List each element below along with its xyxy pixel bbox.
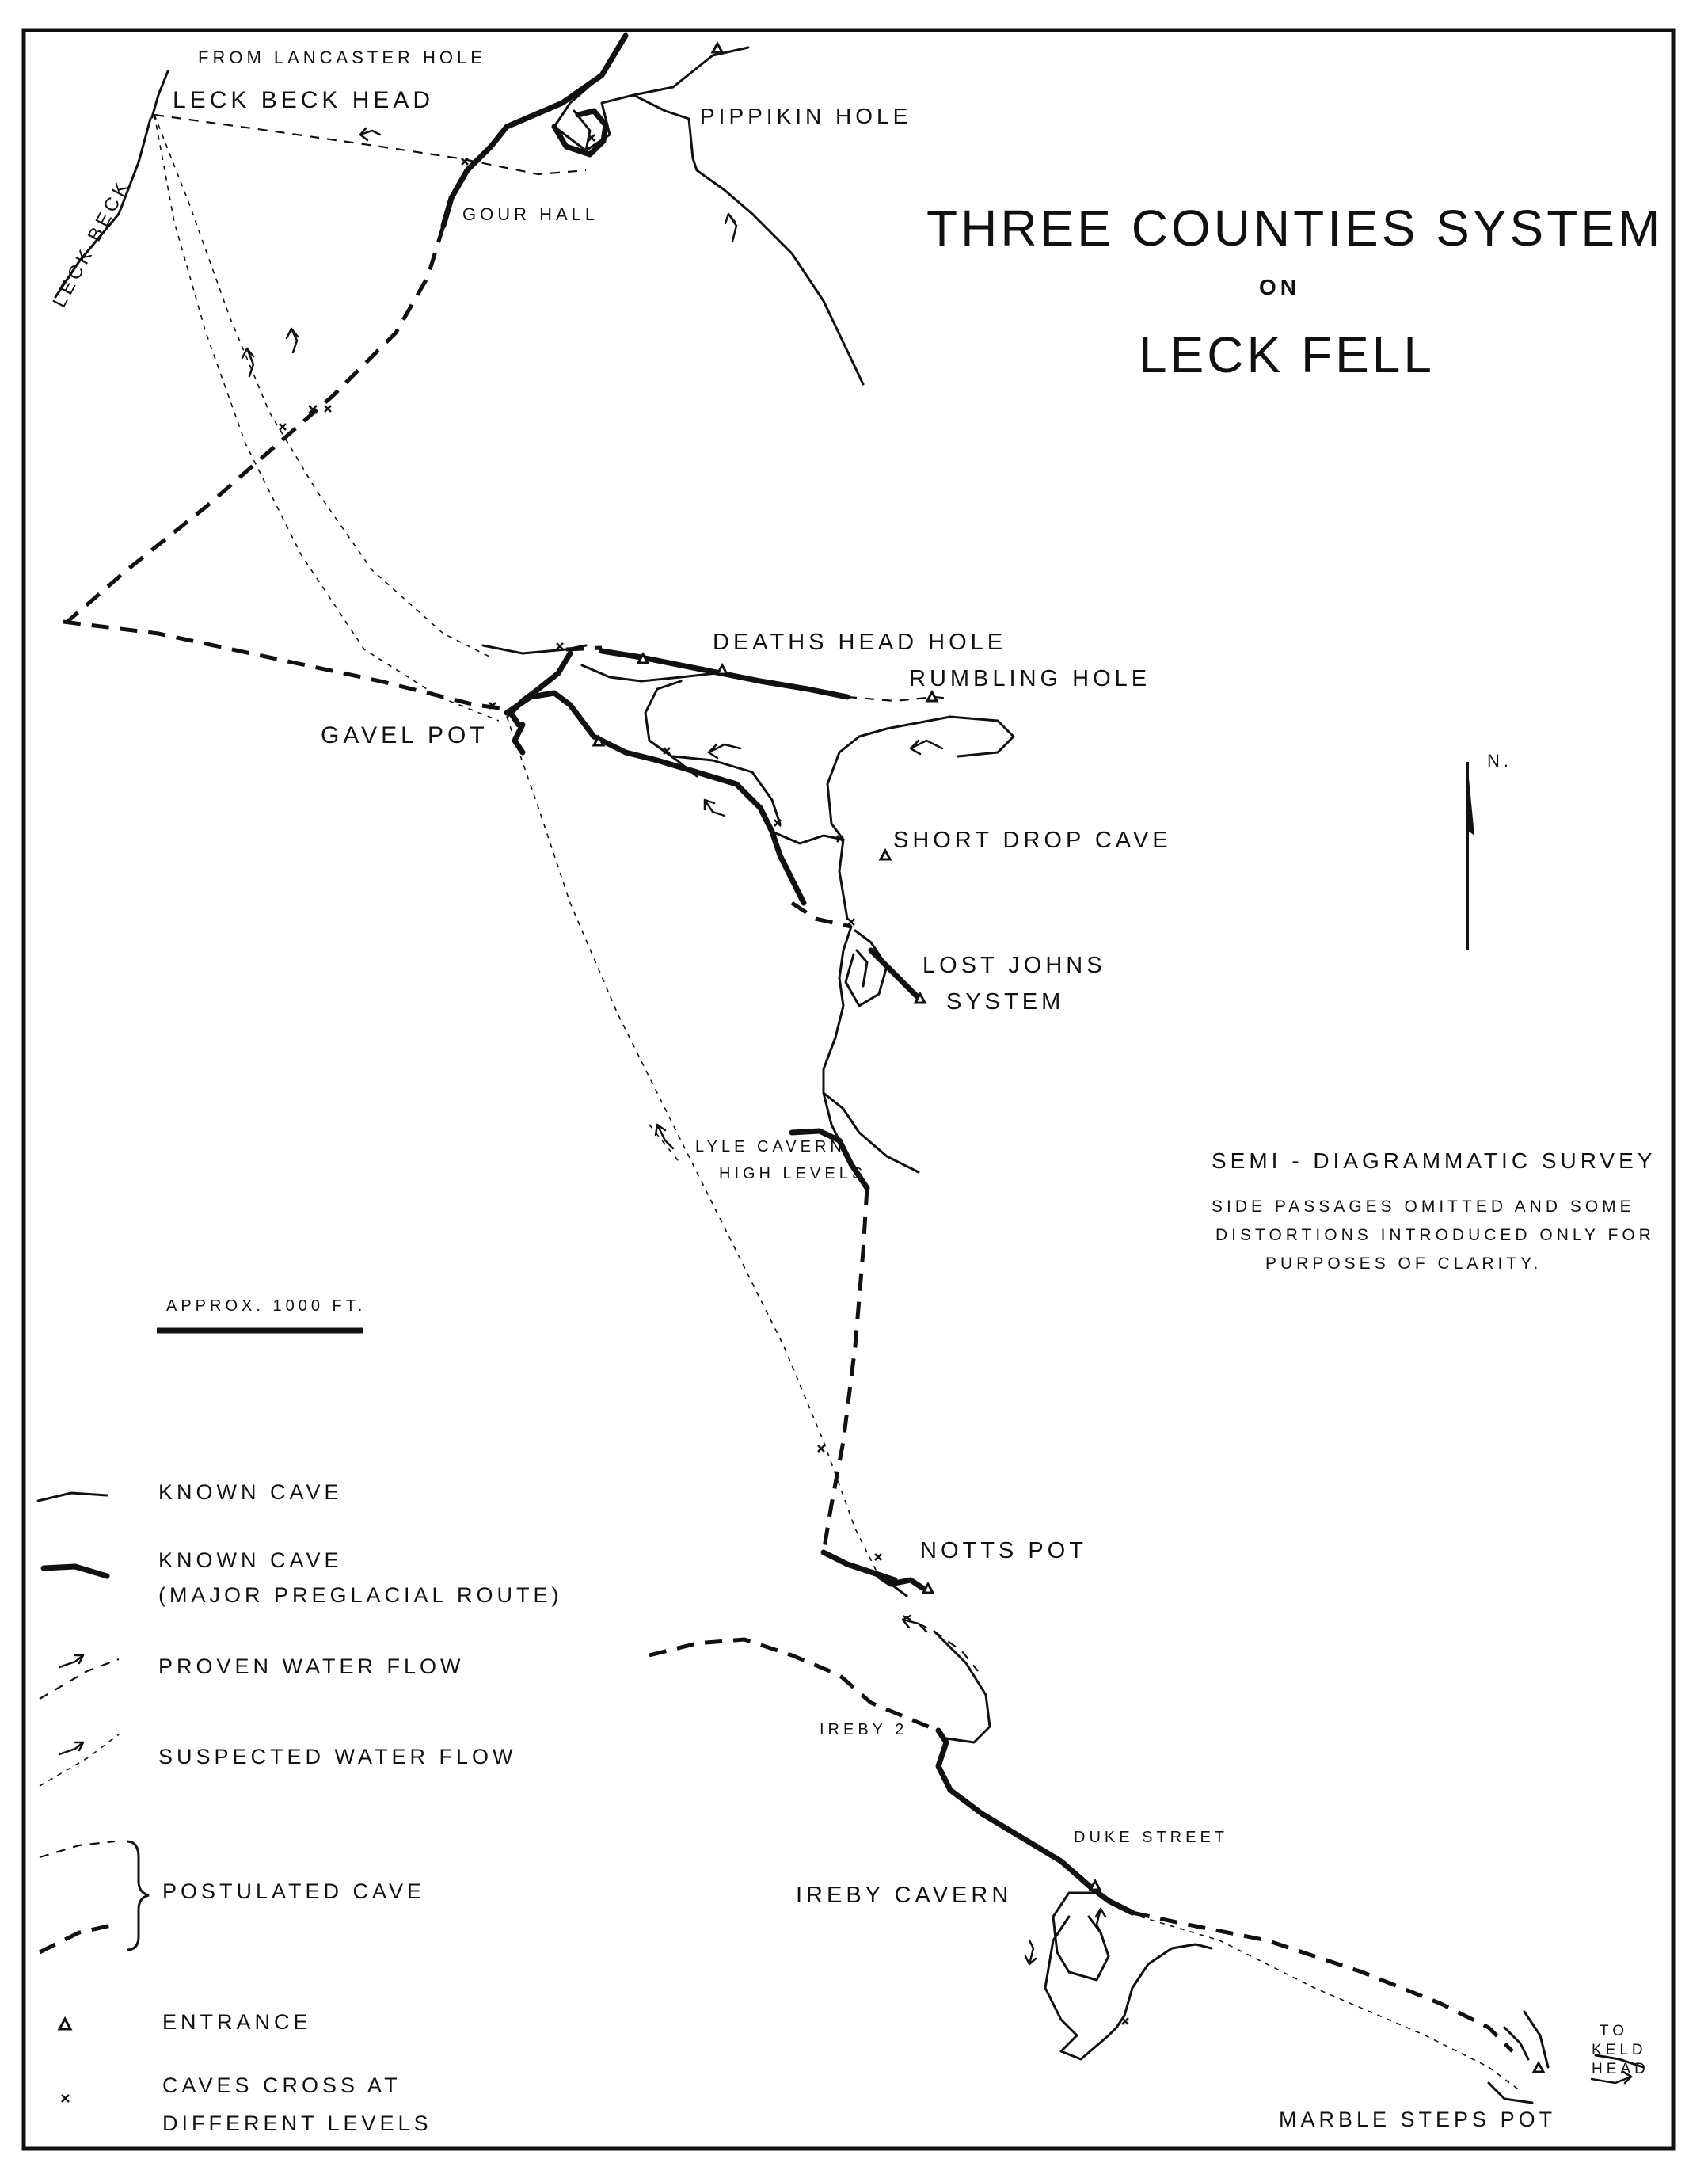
legend-brace-icon: [126, 1840, 150, 1951]
label-keld-head-2: KELD: [1592, 2042, 1647, 2058]
label-from-lancaster: FROM LANCASTER HOLE: [198, 48, 486, 67]
label-gour-hall: GOUR HALL: [462, 204, 599, 224]
legend-crossing-label-2: DIFFERENT LEVELS: [162, 2111, 432, 2135]
legend-known-cave-label: KNOWN CAVE: [158, 1480, 343, 1504]
scale-label: APPROX. 1000 FT.: [166, 1297, 366, 1315]
label-lyle-cavern-1: LYLE CAVERN: [695, 1138, 846, 1156]
legend-crossing-label-1: CAVES CROSS AT: [162, 2073, 401, 2097]
northern-passages: [54, 32, 865, 722]
crossing-icons: [279, 134, 1129, 2025]
legend: KNOWN CAVE KNOWN CAVE (MAJOR PREGLACIAL …: [36, 1480, 563, 2135]
map-title-line2: ON: [1259, 275, 1300, 299]
legend-proven-flow-symbol: [39, 1658, 120, 1700]
legend-suspected-flow-symbol: [39, 1734, 120, 1787]
legend-major-route-label-1: KNOWN CAVE: [158, 1548, 343, 1572]
label-short-drop-cave: SHORT DROP CAVE: [893, 828, 1172, 853]
label-ireby-cavern: IREBY CAVERN: [796, 1883, 1012, 1908]
legend-postulated-light-symbol: [39, 1840, 116, 1859]
north-arrow-icon: [1466, 762, 1474, 950]
legend-major-route-symbol: [40, 1563, 110, 1579]
legend-known-cave-symbol: [36, 1491, 108, 1502]
note-line1: SIDE PASSAGES OMITTED AND SOME: [1212, 1198, 1635, 1216]
label-marble-steps-pot: MARBLE STEPS POT: [1279, 2108, 1556, 2131]
note-line2: DISTORTIONS INTRODUCED ONLY FOR: [1215, 1226, 1655, 1244]
north-label: N.: [1487, 751, 1512, 771]
legend-major-route-label-2: (MAJOR PREGLACIAL ROUTE): [158, 1583, 563, 1607]
label-leck-beck-head: LECK BECK HEAD: [173, 87, 434, 113]
label-leck-beck: LECK BECK: [48, 175, 134, 310]
central-passages: [481, 644, 1015, 1577]
label-keld-head-3: HEAD: [1592, 2061, 1649, 2077]
southern-passages: [649, 1549, 1645, 2104]
label-keld-head-1: TO: [1600, 2023, 1628, 2039]
legend-suspected-flow-label: SUSPECTED WATER FLOW: [158, 1745, 517, 1769]
legend-entrance-label: ENTRANCE: [162, 2010, 312, 2034]
legend-entrance-icon: [57, 2016, 73, 2031]
label-rumbling-hole: RUMBLING HOLE: [909, 666, 1151, 691]
legend-proven-flow-label: PROVEN WATER FLOW: [158, 1654, 465, 1678]
map-title-line1: THREE COUNTIES SYSTEM: [926, 200, 1663, 257]
legend-postulated-heavy-symbol: [38, 1922, 116, 1955]
note-line3: PURPOSES OF CLARITY.: [1265, 1255, 1542, 1273]
map-border: [21, 28, 1676, 2151]
label-lost-johns-2: SYSTEM: [946, 989, 1064, 1015]
map-title-line3: LECK FELL: [1139, 326, 1435, 383]
label-lyle-cavern-2: HIGH LEVELS: [719, 1165, 866, 1182]
label-lost-johns-1: LOST JOHNS: [922, 953, 1106, 978]
label-pippikin-hole: PIPPIKIN HOLE: [700, 104, 911, 128]
label-deaths-head-hole: DEATHS HEAD HOLE: [713, 630, 1006, 655]
label-duke-street: DUKE STREET: [1074, 1829, 1228, 1846]
label-ireby-2: IREBY 2: [820, 1721, 907, 1738]
legend-postulated-label: POSTULATED CAVE: [162, 1879, 425, 1903]
legend-crossing-icon: [61, 2094, 70, 2103]
label-notts-pot: NOTTS POT: [920, 1538, 1087, 1563]
flow-arrow-icons: [241, 127, 1633, 2085]
entrance-icons: [592, 40, 1546, 2073]
label-gavel-pot: GAVEL POT: [321, 722, 489, 748]
note-heading: SEMI - DIAGRAMMATIC SURVEY: [1212, 1148, 1656, 1173]
